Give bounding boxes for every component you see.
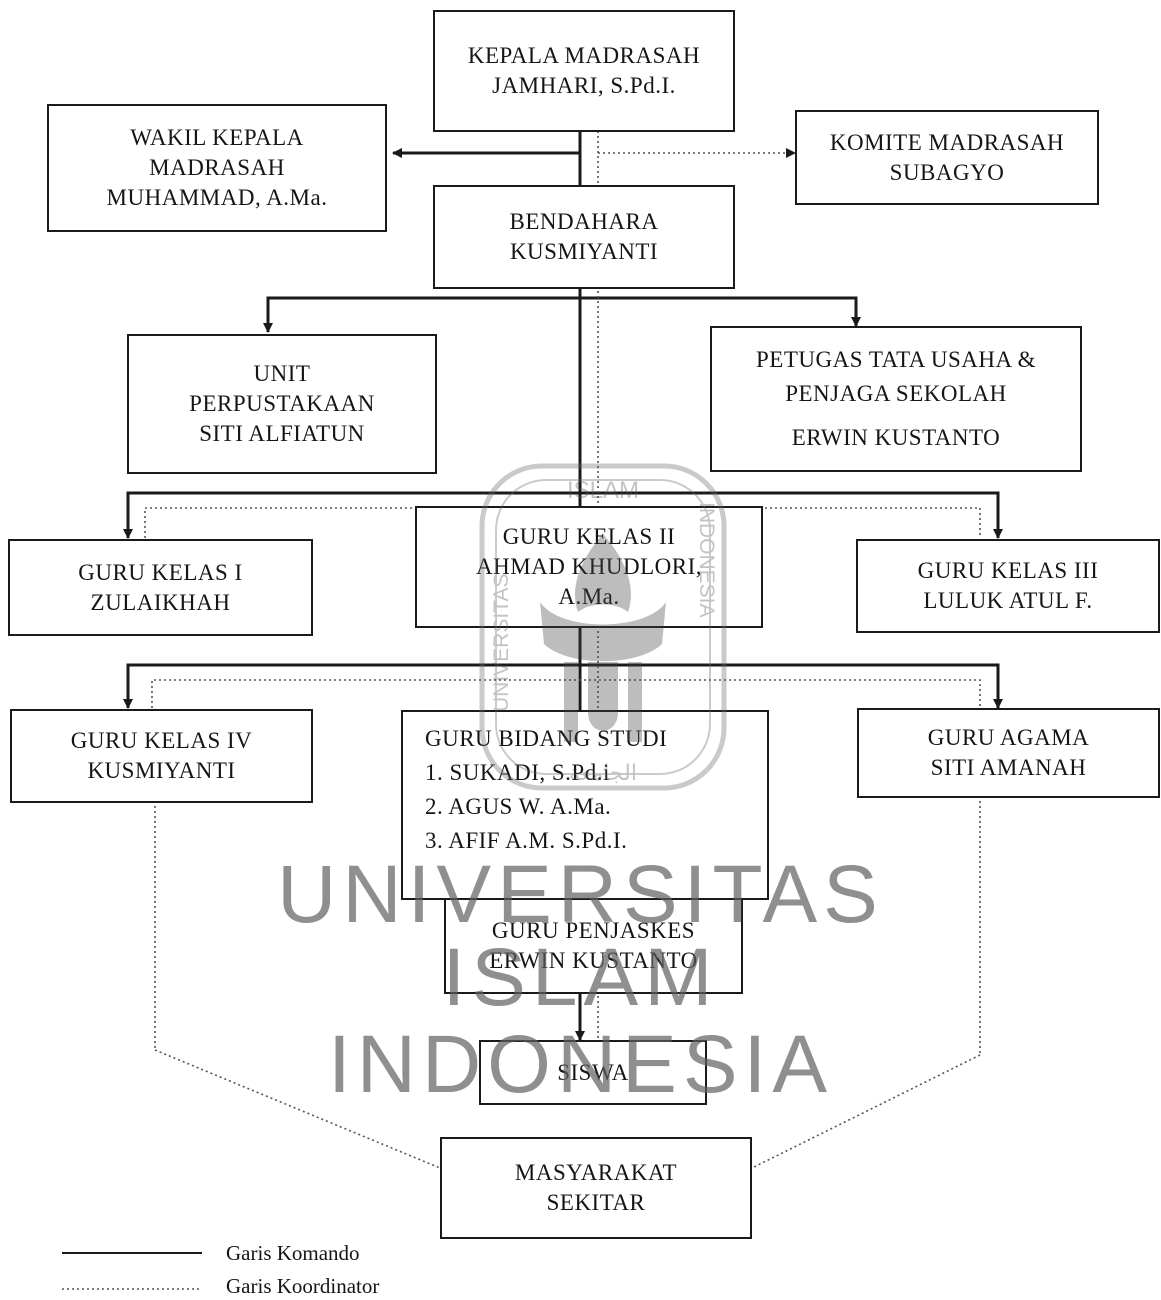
label-line: PERPUSTAKAAN — [189, 391, 375, 416]
label-line: KOMITE MADRASAH — [829, 129, 1065, 155]
coord-line-kelas4-row — [151, 679, 981, 708]
label-line: GURU BIDANG STUDI — [425, 726, 668, 751]
box-tata-usaha: PETUGAS TATA USAHA & PENJAGA SEKOLAH ERW… — [710, 326, 1082, 472]
label-line: UNIT — [253, 361, 311, 386]
label-line: SISWA — [557, 1059, 629, 1085]
box-guru-bidang-studi: GURU BIDANG STUDI 1. SUKADI, S.Pd.i 2. A… — [401, 710, 769, 900]
box-guru-kelas-3: GURU KELAS III LULUK ATUL F. — [856, 539, 1160, 633]
label-line: ERWIN KUSTANTO — [489, 948, 698, 973]
label-line: ERWIN KUSTANTO — [791, 425, 1001, 450]
box-kepala-madrasah: KEPALA MADRASAH JAMHARI, S.Pd.I. — [433, 10, 735, 132]
label-line: SITI ALFIATUN — [199, 421, 365, 446]
box-siswa: SISWA — [479, 1040, 707, 1105]
label-line: SITI AMANAH — [930, 755, 1087, 780]
label-line: GURU PENJASKES — [491, 918, 696, 943]
box-bendahara: BENDAHARA KUSMIYANTI — [433, 185, 735, 289]
label-line: PETUGAS TATA USAHA & — [755, 347, 1036, 372]
legend-koordinator-label: Garis Koordinator — [226, 1274, 380, 1298]
label-line: PENJAGA SEKOLAH — [785, 381, 1007, 406]
legend-solid-line — [62, 1252, 202, 1254]
label-line: GURU AGAMA — [927, 725, 1090, 750]
label-line: GURU KELAS IV — [70, 728, 253, 753]
label-line: KEPALA MADRASAH — [467, 43, 701, 68]
label-line: MASYARAKAT — [514, 1160, 678, 1185]
label-line: WAKIL KEPALA — [130, 125, 304, 150]
label-line: GURU KELAS III — [917, 558, 1099, 583]
box-guru-agama: GURU AGAMA SITI AMANAH — [857, 708, 1160, 798]
label-line: SUBAGYO — [889, 159, 1005, 185]
label-line: KUSMIYANTI — [87, 758, 236, 783]
box-guru-kelas-1: GURU KELAS I ZULAIKHAH — [8, 539, 313, 636]
coord-line-kelas-row — [144, 507, 981, 538]
label-line: GURU KELAS I — [78, 559, 243, 585]
label-line: MUHAMMAD, A.Ma. — [106, 185, 328, 210]
label-line: 2. AGUS W. A.Ma. — [425, 794, 612, 819]
command-line-to-kelas1 — [123, 491, 580, 539]
box-komite-madrasah: KOMITE MADRASAH SUBAGYO — [795, 110, 1099, 205]
label-line: MADRASAH — [149, 155, 285, 180]
legend-dotted-line — [62, 1288, 202, 1290]
coord-line-right-to-masyarakat — [751, 1054, 981, 1169]
label-line: SEKITAR — [546, 1190, 646, 1215]
label-line: GURU KELAS II — [502, 524, 676, 549]
box-masyarakat-sekitar: MASYARAKAT SEKITAR — [440, 1137, 752, 1239]
box-unit-perpustakaan: UNIT PERPUSTAKAAN SITI ALFIATUN — [127, 334, 437, 474]
label-line: AHMAD KHUDLORI, — [476, 554, 702, 579]
command-line-to-kelas3 — [580, 491, 1003, 539]
command-line-to-kelas4 — [123, 663, 580, 709]
label-line: ZULAIKHAH — [90, 589, 231, 615]
label-line: KUSMIYANTI — [509, 239, 659, 264]
label-line: 1. SUKADI, S.Pd.i — [425, 760, 610, 785]
label-line: A.Ma. — [558, 584, 620, 609]
label-line: JAMHARI, S.Pd.I. — [492, 73, 676, 98]
coord-line-left-to-masyarakat — [154, 1049, 441, 1169]
label-line: BENDAHARA — [509, 209, 659, 234]
box-guru-kelas-4: GURU KELAS IV KUSMIYANTI — [10, 709, 313, 803]
box-guru-penjaskes: GURU PENJASKES ERWIN KUSTANTO — [444, 898, 743, 994]
label-line: LULUK ATUL F. — [923, 588, 1093, 613]
command-line-to-perpustakaan — [263, 296, 580, 333]
box-guru-kelas-2: GURU KELAS II AHMAD KHUDLORI, A.Ma. — [415, 506, 763, 628]
box-wakil-kepala: WAKIL KEPALA MADRASAH MUHAMMAD, A.Ma. — [47, 104, 387, 232]
command-line-to-tata-usaha — [580, 296, 861, 327]
command-line-to-agama — [580, 663, 1003, 709]
legend-komando-label: Garis Komando — [226, 1241, 360, 1265]
label-line: 3. AFIF A.M. S.Pd.I. — [425, 828, 628, 853]
